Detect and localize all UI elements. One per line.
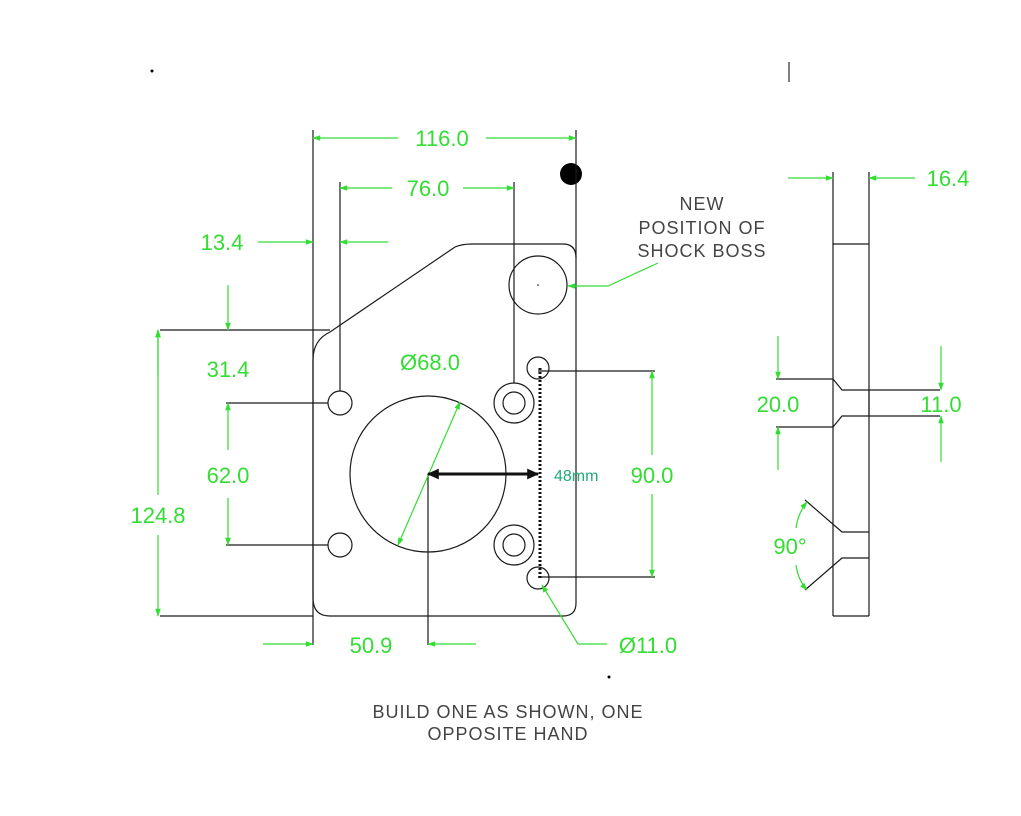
plate-outline [312, 243, 577, 617]
note-shock-boss-1: NEW [680, 194, 725, 214]
black-marker-dot [560, 163, 582, 185]
boss-top-inner [502, 391, 526, 415]
boss-bottom-inner [502, 533, 526, 557]
dim-left-offset: 13.4 [201, 230, 244, 255]
dim-thickness: 16.4 [927, 166, 970, 191]
dim-overall-width: 116.0 [415, 126, 468, 151]
boss-top-outer [493, 382, 535, 424]
dim-angle: 90° [773, 534, 806, 559]
shock-boss-center [537, 284, 539, 286]
dim-right-hole-spacing: 90.0 [631, 463, 674, 488]
shock-boss-leader [567, 262, 659, 289]
hole-right-bottom [526, 566, 550, 590]
hole-top-left [327, 390, 353, 416]
note-build-line-1: BUILD ONE AS SHOWN, ONE [372, 702, 643, 722]
measure-label: 48mm [554, 468, 598, 485]
dim-side-width-b: 11.0 [920, 392, 961, 417]
dim-side-width-a: 20.0 [757, 392, 800, 417]
stray-dot-top-left [150, 69, 154, 73]
dim-overall-height: 124.8 [130, 503, 185, 528]
side-view [776, 172, 940, 617]
dim-small-hole: Ø11.0 [619, 633, 677, 658]
hole-right-top [526, 356, 550, 380]
stray-dot-bottom [607, 675, 611, 679]
dim-large-bore: Ø68.0 [400, 350, 460, 375]
extension-lines [160, 130, 655, 645]
note-shock-boss-2: POSITION OF [638, 218, 765, 238]
dim-angle-arc-bottom [795, 564, 808, 591]
dim-11-leader [541, 584, 607, 645]
dim-bore-offset: 50.9 [350, 633, 393, 658]
boss-bottom-outer [493, 524, 535, 566]
dim-top-offset: 31.4 [207, 357, 250, 382]
dim-hole-spacing-width: 76.0 [407, 176, 450, 201]
dim-angle-arc-top [795, 501, 808, 529]
shock-boss-circle [508, 255, 568, 315]
note-shock-boss-3: SHOCK BOSS [637, 241, 766, 261]
dim-hole-spacing-v: 62.0 [207, 463, 250, 488]
note-build-line-2: OPPOSITE HAND [427, 724, 588, 744]
hole-bottom-left [327, 532, 353, 558]
